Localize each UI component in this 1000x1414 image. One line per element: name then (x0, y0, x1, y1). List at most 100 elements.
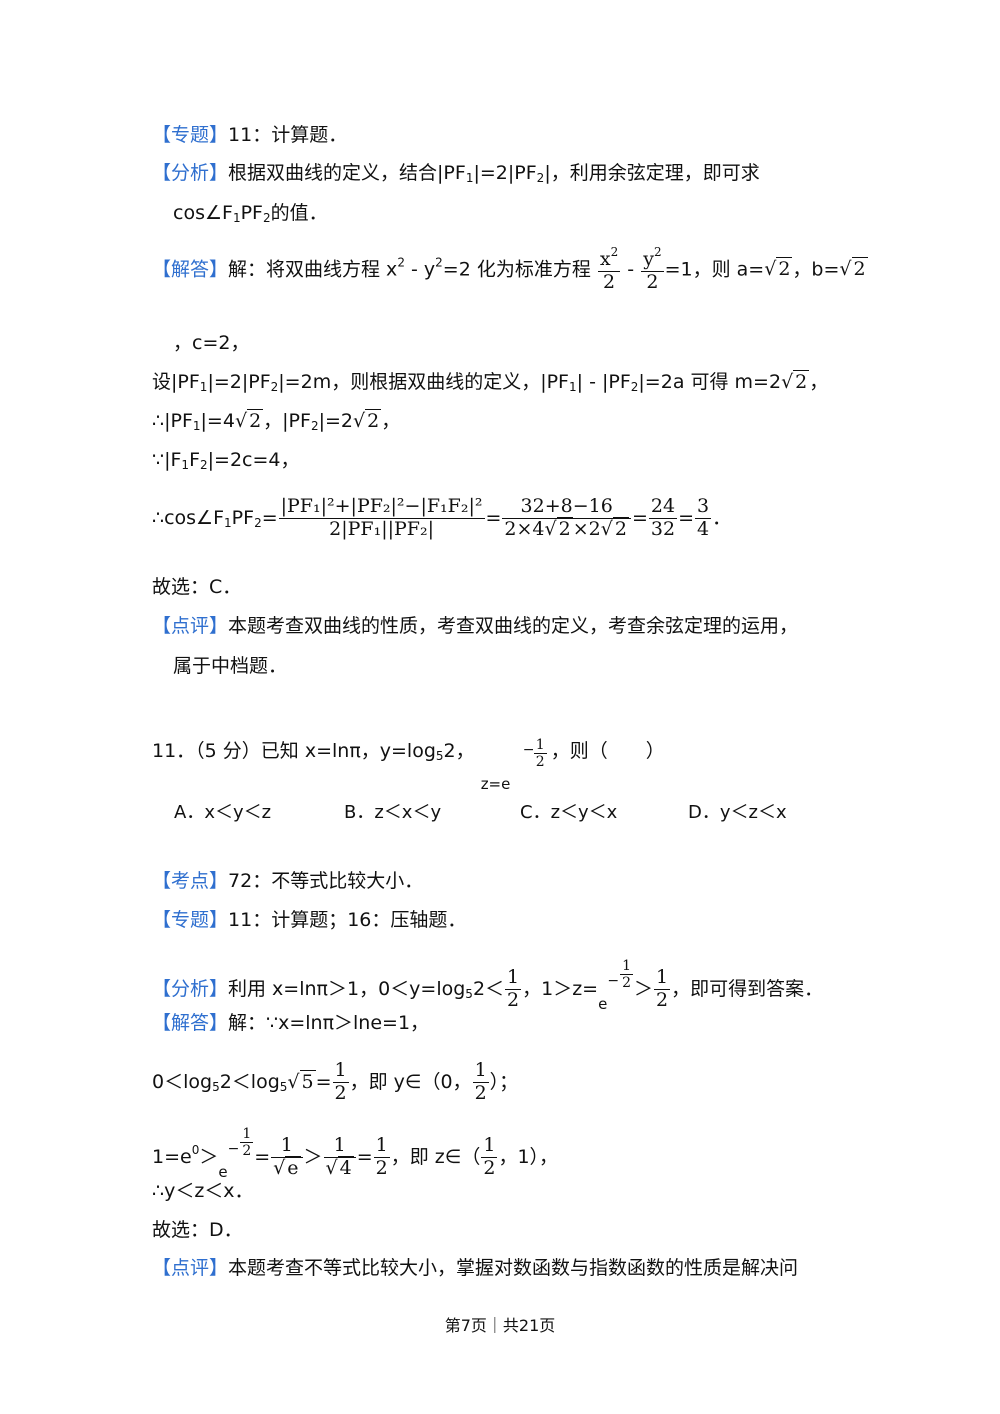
sqrt-2: √2 (839, 257, 868, 281)
denominator: 32 (650, 517, 676, 540)
solution-tag: 【解答】 (152, 1012, 229, 1034)
denominator: 2 (646, 270, 659, 293)
q11-comment: 【点评】本题考查不等式比较大小，掌握对数函数与指数函数的性质是解决问 (152, 1259, 798, 1278)
period: ． (712, 506, 732, 529)
option-a[interactable]: A．x＜y＜z (174, 802, 272, 823)
line2-e: ）； (489, 1070, 519, 1093)
denominator: 2 (656, 989, 669, 1012)
page-footer: 第7页｜共21页 (444, 1316, 556, 1335)
line3-b: ＞ (199, 1146, 219, 1169)
because-c: |=2c=4， (207, 449, 300, 471)
radical: √ (325, 1157, 338, 1180)
comment-line: 【点评】本题考查双曲线的性质，考查双曲线的定义，考查余弦定理的运用， (152, 617, 798, 636)
solution-c: ，c=2， (173, 334, 249, 353)
minus: - (627, 258, 635, 281)
analysis-text-2: |，利用余弦定理，即可求 (544, 162, 760, 184)
option-b[interactable]: B．z＜x＜y (344, 802, 442, 823)
sub-5: 5 (465, 987, 473, 1002)
because-b: F (189, 449, 200, 471)
numerator: 1 (654, 966, 671, 991)
denominator: 2 (507, 989, 520, 1012)
denominator: 2 (334, 1081, 347, 1104)
x: x (599, 248, 611, 270)
option-c[interactable]: C．z＜y＜x (520, 802, 618, 823)
line3-c: = (254, 1146, 271, 1169)
numerator: 1 (620, 958, 633, 976)
analysis-d: ＞ (634, 978, 654, 1001)
radicand: 2 (365, 409, 382, 432)
line3-a: 1=e (152, 1146, 192, 1169)
cos-label: cos∠F (173, 202, 233, 224)
kaodian-tag: 【考点】 (152, 870, 229, 892)
radical: √ (273, 1157, 286, 1180)
special-tag: 【专题】 (152, 909, 229, 931)
comment-cont-text: 属于中档题． (173, 655, 288, 677)
numerator: 1 (373, 1134, 390, 1159)
radicand: 2 (776, 257, 793, 281)
sub-2: 2 (254, 515, 262, 530)
sqrt-2: √2 (234, 409, 264, 432)
sub-2: 2 (262, 211, 271, 225)
analysis-b: 2＜ (472, 978, 505, 1001)
analysis-c: ，1＞z= (522, 978, 599, 1001)
sub-1: 1 (569, 380, 577, 394)
e-base: e (598, 995, 608, 1014)
sub-2: 2 (200, 458, 208, 472)
radicand: 2 (793, 370, 810, 393)
q11-special-line: 【专题】11：计算题；16：压轴题． (152, 911, 466, 930)
because-line: ∵|F1F2|=2c=4， (152, 449, 300, 472)
sqrt-2: √2 (600, 516, 629, 541)
kaodian-line: 【考点】72：不等式比较大小． (152, 872, 423, 891)
sub-1: 1 (224, 515, 232, 530)
comment-text: 本题考查不等式比较大小，掌握对数函数与指数函数的性质是解决问 (228, 1257, 799, 1279)
solution-text: 解：将双曲线方程 x (228, 258, 398, 281)
let-b: |=2|PF (207, 371, 271, 393)
denominator: 2 (622, 975, 631, 992)
option-d[interactable]: D．y＜z＜x (688, 802, 787, 823)
analysis-tag: 【分析】 (152, 162, 229, 184)
stem-1: 11．（5 分）已知 x=lnπ，y=log (152, 740, 436, 762)
therefore-b: |=4 (200, 410, 235, 432)
radical: √ (781, 371, 794, 393)
radicand: 2 (612, 516, 629, 540)
stem-3: ，则（ ） (550, 740, 665, 762)
line3-g: ，1）， (498, 1146, 559, 1169)
sub-1: 1 (181, 458, 190, 472)
therefore-text: ∴y＜z＜x． (152, 1180, 254, 1202)
sub-1: 1 (192, 419, 201, 433)
denominator: 2 (483, 1157, 496, 1180)
sqrt-4: √4 (325, 1156, 354, 1180)
analysis-a: 利用 x=lnπ＞1，0＜y=log (228, 978, 466, 1001)
let-c: |=2m，则根据双曲线的定义，|PF (278, 371, 569, 393)
numerator: 32+8−16 (502, 495, 631, 519)
numerator: 24 (648, 495, 678, 519)
radical: √ (353, 410, 366, 432)
radical: √ (234, 410, 248, 432)
neg-sign: − (607, 973, 620, 990)
radical: √ (600, 517, 613, 540)
special-text: 11：计算题；16：压轴题． (228, 909, 467, 931)
stem-2: 2， (443, 740, 475, 762)
therefore-c: ，|PF (263, 410, 311, 432)
analysis-tag: 【分析】 (152, 978, 229, 1001)
comment-cont: 属于中档题． (173, 657, 287, 676)
sub-5: 5 (435, 749, 444, 763)
sub-5: 5 (279, 1079, 288, 1094)
sub-1: 1 (199, 380, 208, 394)
radicand: 5 (299, 1069, 316, 1093)
numerator: 1 (505, 966, 522, 991)
radicand: 2 (851, 257, 868, 281)
